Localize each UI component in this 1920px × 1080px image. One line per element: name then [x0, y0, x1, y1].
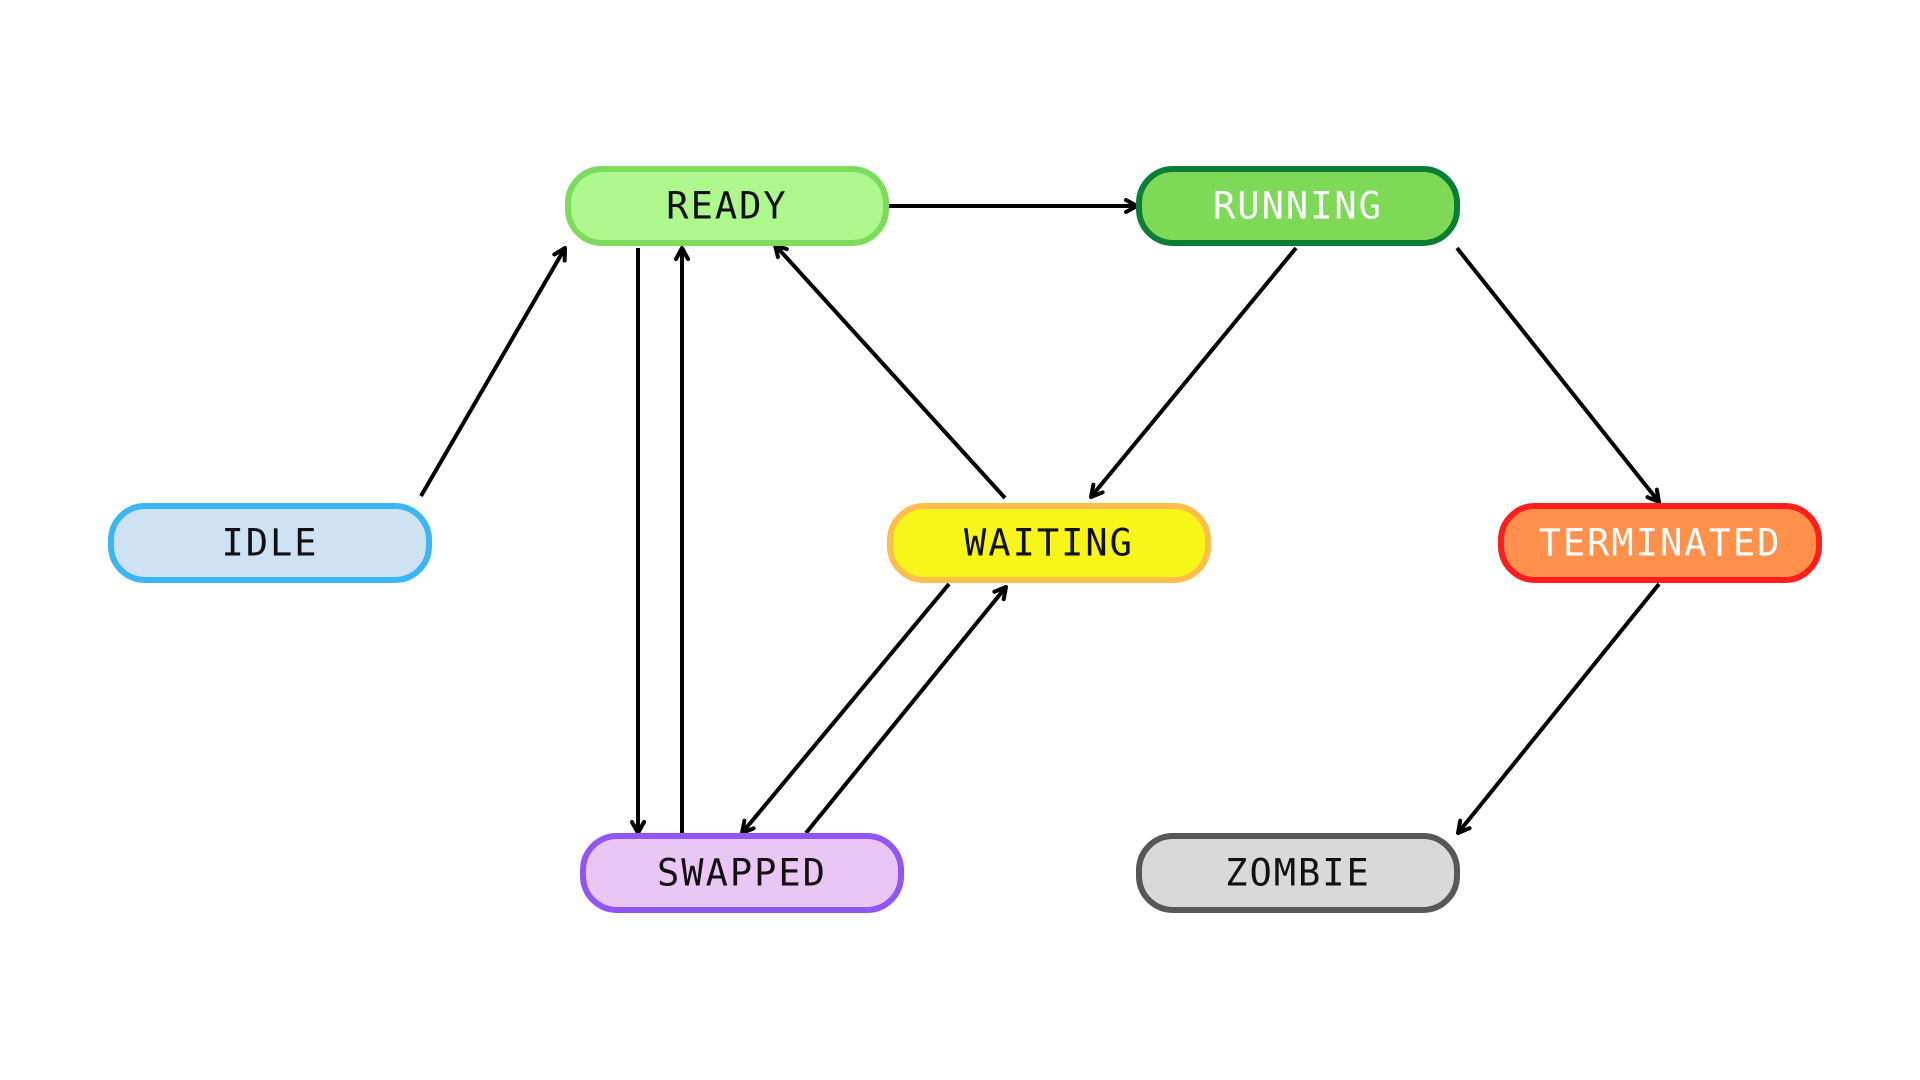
- edge-waiting-to-ready: [773, 243, 1007, 500]
- edge-idle-to-ready: [419, 246, 567, 498]
- edge-waiting-to-swapped: [740, 582, 951, 835]
- node-idle: IDLE: [108, 503, 432, 583]
- node-terminated: TERMINATED: [1498, 503, 1822, 583]
- edges-layer: [419, 198, 1661, 835]
- node-ready: READY: [565, 166, 889, 246]
- node-waiting: WAITING: [887, 503, 1211, 583]
- node-running-label: RUNNING: [1213, 185, 1383, 228]
- node-zombie-box: [1136, 833, 1460, 913]
- node-ready-box: [565, 166, 889, 246]
- node-waiting-box: [887, 503, 1211, 583]
- node-swapped-label: SWAPPED: [657, 852, 827, 895]
- node-running-box: [1136, 166, 1460, 246]
- node-swapped-box: [580, 833, 904, 913]
- edge-running-to-terminated: [1455, 246, 1661, 504]
- node-ready-label: READY: [666, 185, 787, 228]
- node-terminated-label: TERMINATED: [1539, 522, 1782, 565]
- node-zombie: ZOMBIE: [1136, 833, 1460, 913]
- edge-running-to-waiting: [1089, 246, 1298, 499]
- edge-swapped-to-waiting: [804, 585, 1008, 835]
- node-running: RUNNING: [1136, 166, 1460, 246]
- node-idle-box: [108, 503, 432, 583]
- node-idle-label: IDLE: [221, 522, 318, 565]
- nodes-layer: IDLE READY RUNNING WAITING TERMINATED SWAPPED…: [108, 166, 1822, 913]
- node-zombie-label: ZOMBIE: [1225, 852, 1371, 895]
- node-swapped: SWAPPED: [580, 833, 904, 913]
- node-waiting-label: WAITING: [964, 522, 1134, 565]
- node-terminated-box: [1498, 503, 1822, 583]
- edge-terminated-to-zombie: [1456, 582, 1661, 835]
